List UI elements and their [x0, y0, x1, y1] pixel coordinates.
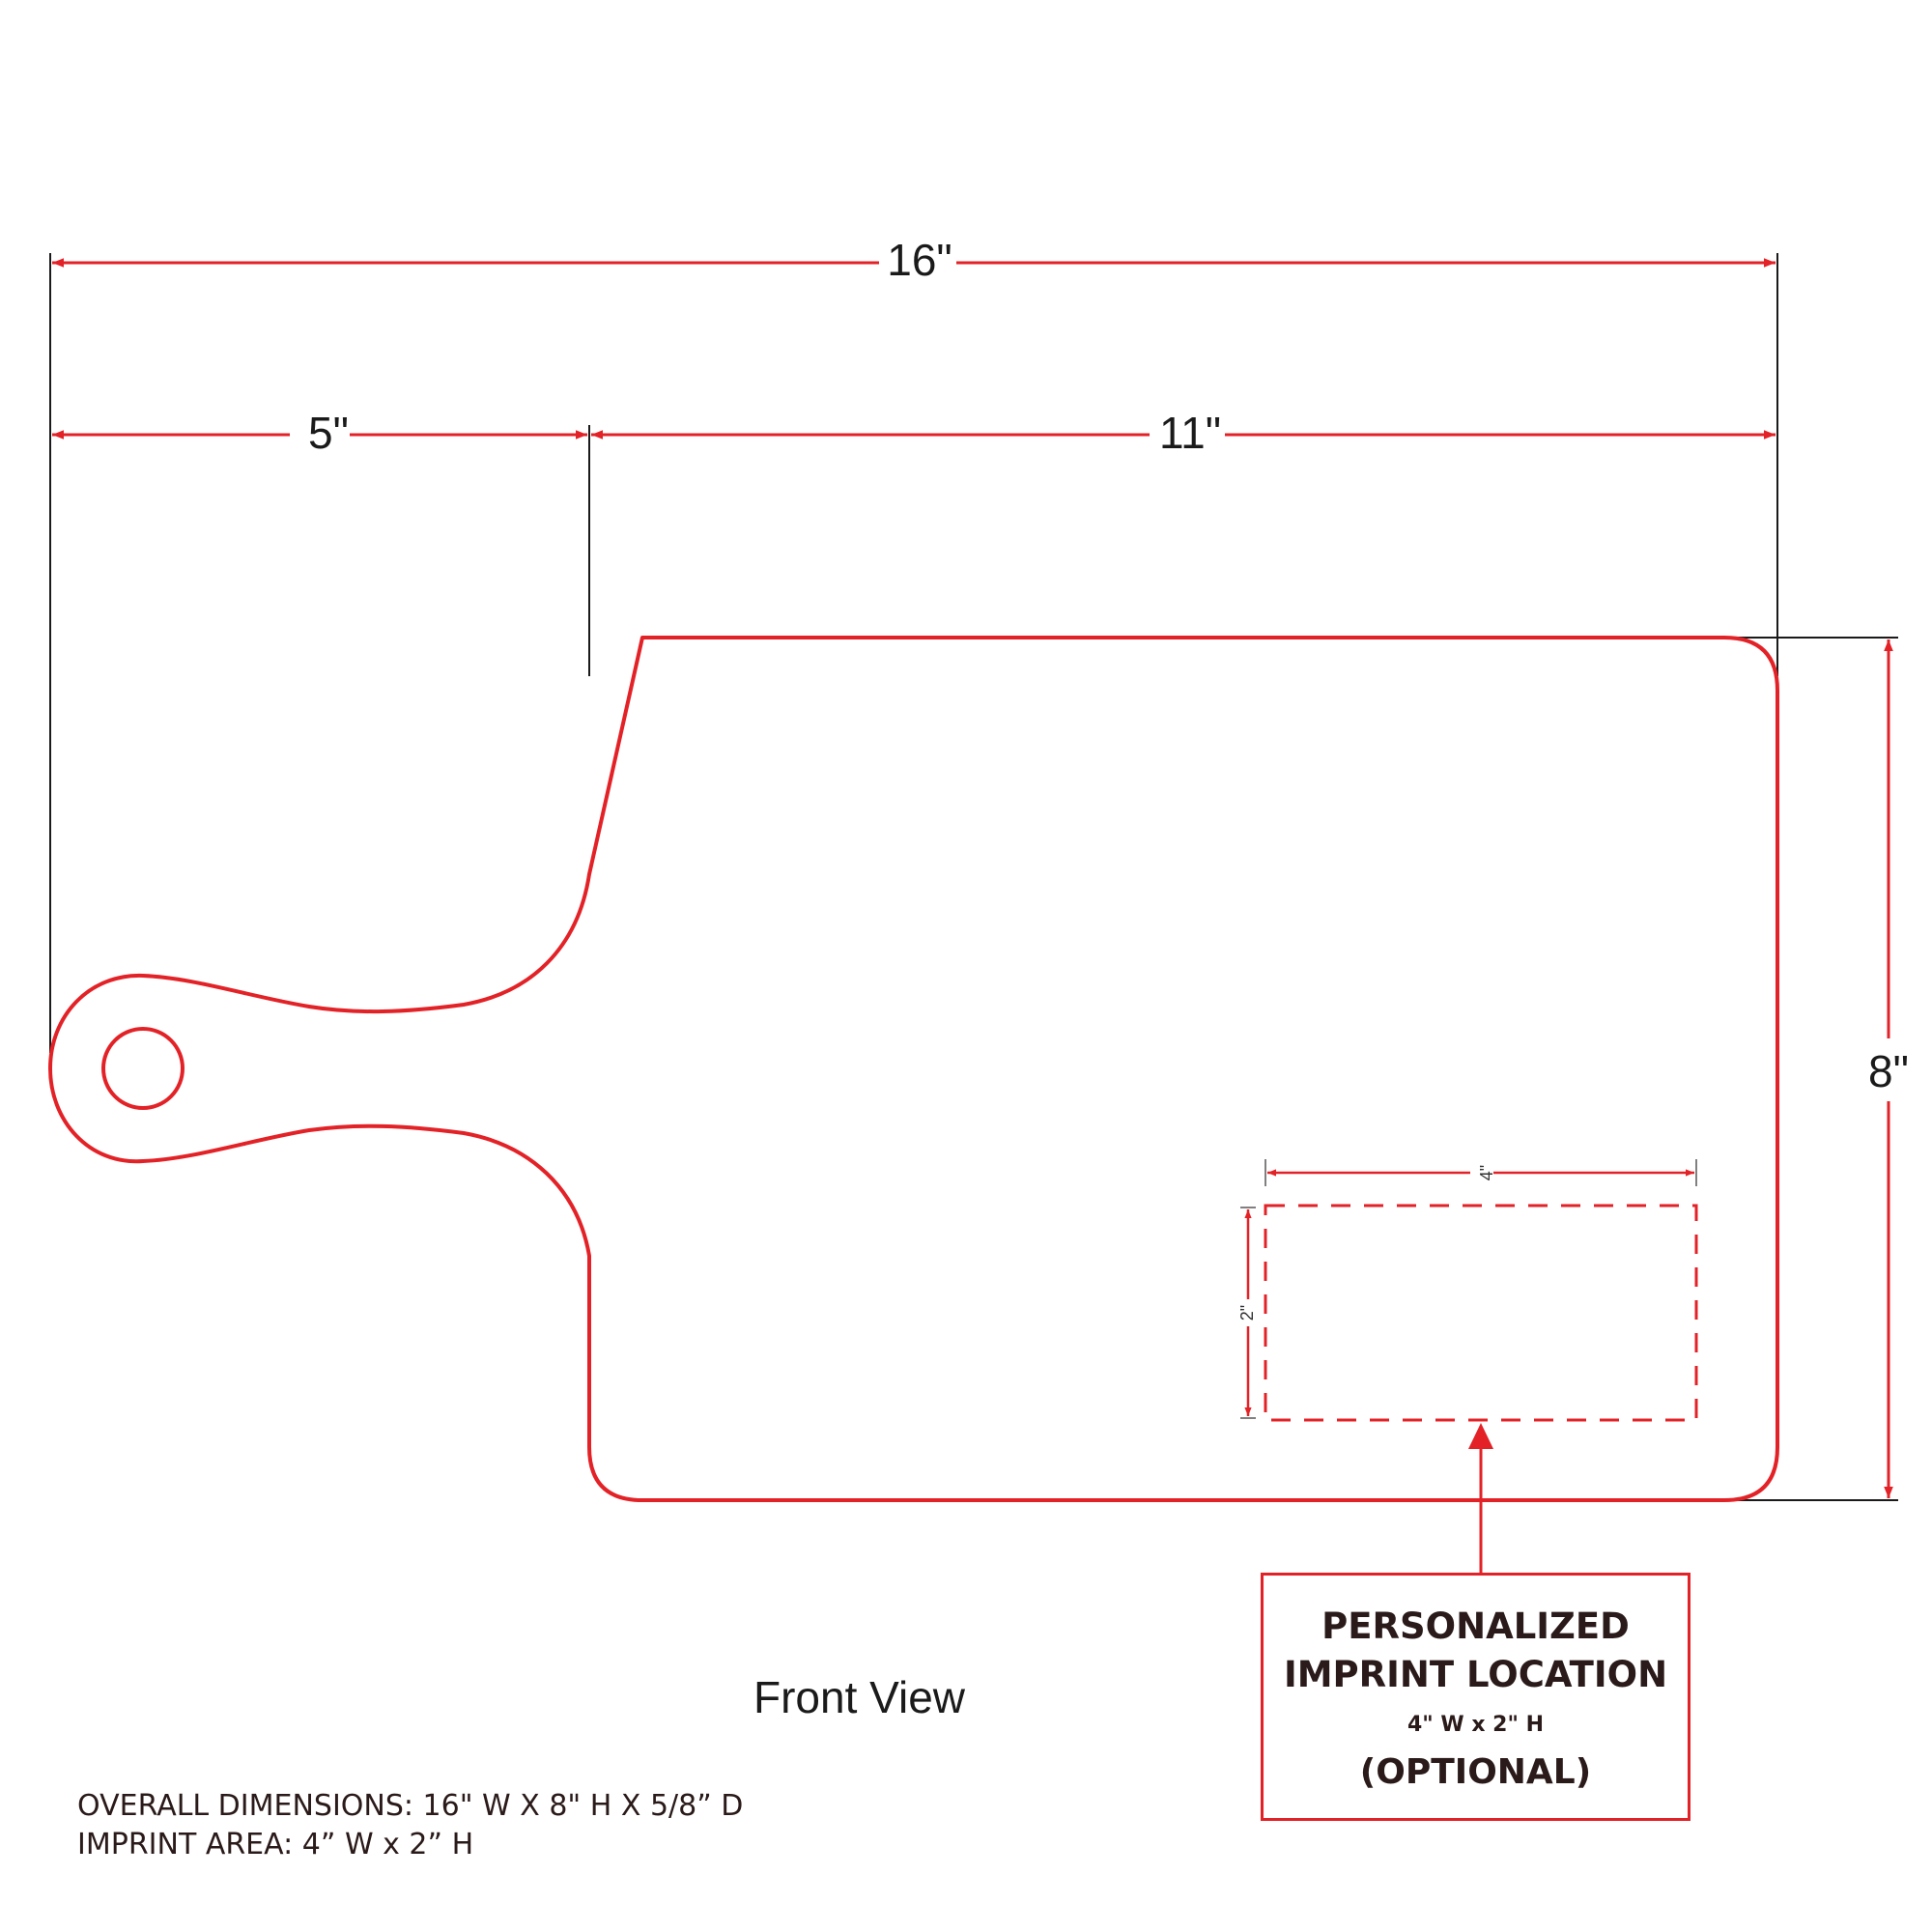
dimension-board-width: 11": [591, 408, 1776, 458]
extension-lines: [49, 253, 1898, 1501]
pointer-arrowhead: [1468, 1423, 1493, 1449]
imprint-area-text: IMPRINT AREA: 4” W x 2” H: [77, 1828, 474, 1861]
spec-lines: OVERALL DIMENSIONS: 16" W X 8" H X 5/8” …: [77, 1787, 743, 1864]
board-width-label: 11": [1159, 408, 1221, 458]
dimension-imprint-height: 2": [1237, 1207, 1257, 1419]
total-width-label: 16": [887, 235, 952, 285]
imprint-height-label: 2": [1237, 1305, 1257, 1321]
callout-optional: (OPTIONAL): [1359, 1751, 1592, 1792]
callout-pointer: [1468, 1423, 1493, 1573]
dimension-height: 8": [1868, 639, 1909, 1498]
hanging-hole: [101, 1027, 185, 1110]
height-label: 8": [1868, 1046, 1909, 1096]
imprint-callout-box: PERSONALIZED IMPRINT LOCATION 4" W x 2" …: [1261, 1573, 1690, 1821]
overall-dimensions-text: OVERALL DIMENSIONS: 16" W X 8" H X 5/8” …: [77, 1789, 744, 1823]
dimension-imprint-width: 4": [1264, 1159, 1697, 1186]
dimension-handle-width: 5": [52, 408, 587, 458]
callout-title-line2: IMPRINT LOCATION: [1283, 1653, 1668, 1695]
handle-width-label: 5": [308, 408, 349, 458]
board-outline: [48, 636, 1779, 1502]
callout-title-line1: PERSONALIZED: [1321, 1605, 1630, 1647]
view-label: Front View: [753, 1672, 966, 1722]
imprint-area-rect: [1264, 1204, 1698, 1422]
callout-size: 4" W x 2" H: [1406, 1712, 1545, 1737]
imprint-width-label: 4": [1477, 1165, 1496, 1180]
dimension-total-width: 16": [52, 235, 1776, 285]
